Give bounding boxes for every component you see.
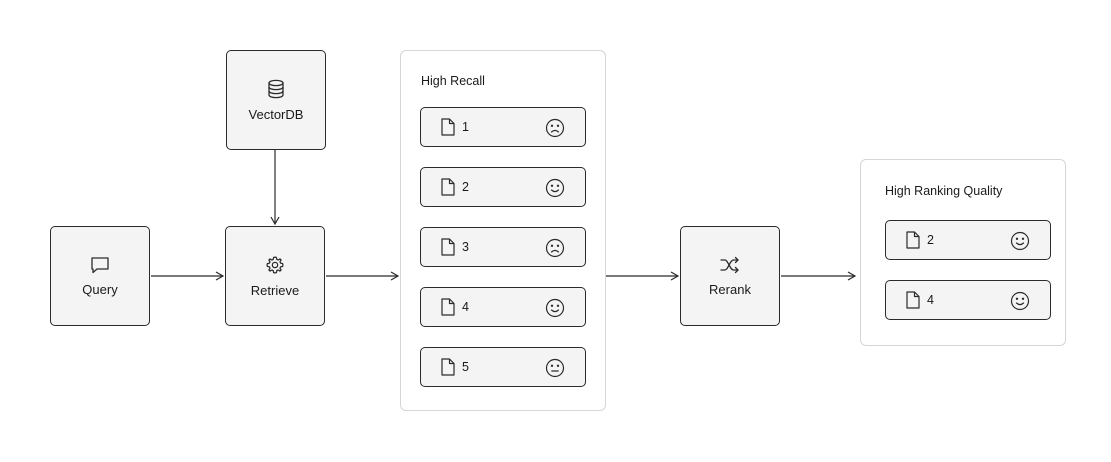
smile-icon xyxy=(1010,291,1030,311)
file-icon xyxy=(441,178,455,196)
gear-icon xyxy=(265,255,285,275)
recall-doc-1: 1 xyxy=(420,107,586,147)
doc-number: 1 xyxy=(462,120,469,134)
file-icon xyxy=(906,291,920,309)
doc-number: 5 xyxy=(462,360,469,374)
frown-icon xyxy=(545,118,565,138)
smile-icon xyxy=(545,298,565,318)
retrieve-node: Retrieve xyxy=(225,226,325,326)
high-recall-panel: High Recall 1 2 3 4 5 xyxy=(400,50,606,411)
doc-number: 3 xyxy=(462,240,469,254)
doc-number: 4 xyxy=(462,300,469,314)
file-icon xyxy=(441,118,455,136)
smile-icon xyxy=(1010,231,1030,251)
file-icon xyxy=(906,231,920,249)
retrieve-label: Retrieve xyxy=(250,282,300,298)
vectordb-node: VectorDB xyxy=(226,50,326,150)
ranked-doc-2: 4 xyxy=(885,280,1051,320)
file-icon xyxy=(441,238,455,256)
query-node: Query xyxy=(50,226,150,326)
smile-icon xyxy=(545,178,565,198)
doc-number: 2 xyxy=(462,180,469,194)
query-label: Query xyxy=(82,281,118,297)
doc-number: 4 xyxy=(927,293,934,307)
frown-icon xyxy=(545,238,565,258)
neutral-face-icon xyxy=(545,358,565,378)
recall-doc-5: 5 xyxy=(420,347,586,387)
database-icon xyxy=(267,79,285,99)
doc-number: 2 xyxy=(927,233,934,247)
rerank-node: Rerank xyxy=(680,226,780,326)
file-icon xyxy=(441,358,455,376)
high-ranking-title: High Ranking Quality xyxy=(885,184,1003,198)
high-ranking-panel: High Ranking Quality 2 4 xyxy=(860,159,1066,346)
recall-doc-4: 4 xyxy=(420,287,586,327)
message-square-icon xyxy=(90,256,110,274)
recall-doc-2: 2 xyxy=(420,167,586,207)
file-icon xyxy=(441,298,455,316)
rerank-label: Rerank xyxy=(709,281,751,297)
vectordb-label: VectorDB xyxy=(248,106,304,122)
shuffle-icon xyxy=(719,256,741,274)
recall-doc-3: 3 xyxy=(420,227,586,267)
high-recall-title: High Recall xyxy=(421,74,485,88)
ranked-doc-1: 2 xyxy=(885,220,1051,260)
